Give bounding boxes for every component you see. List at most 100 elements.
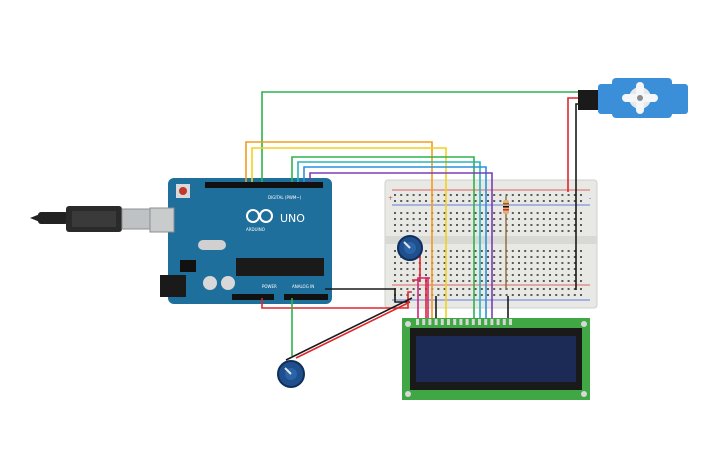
breadboard-hole [511,274,514,276]
breadboard-hole [443,230,446,232]
breadboard-hole [561,218,564,220]
breadboard-hole [530,294,533,296]
breadboard-hole [412,288,415,290]
breadboard-hole [536,250,539,252]
breadboard-hole [530,268,533,270]
breadboard-hole [456,294,458,296]
breadboard-hole [524,256,527,258]
breadboard-hole [530,200,533,202]
breadboard-hole [443,212,446,214]
breadboard-hole [480,274,483,276]
breadboard-hole [561,212,564,214]
breadboard-hole [561,280,564,282]
breadboard-hole [493,288,496,290]
wire-green-servo [261,91,585,182]
breadboard-hole [499,250,502,252]
lcd-pin [496,319,500,325]
breadboard-hole [518,200,520,202]
breadboard-hole [493,274,496,276]
breadboard-hole [549,250,551,252]
breadboard-hole [394,194,396,196]
breadboard-hole [468,200,471,202]
breadboard-hole [549,218,551,220]
lcd-pin [440,319,444,325]
breadboard-hole [518,280,520,282]
breadboard-hole [542,274,545,276]
breadboard-hole [524,280,527,282]
breadboard-hole [561,294,564,296]
breadboard-hole [536,268,539,270]
breadboard-hole [412,224,415,226]
breadboard-hole [511,262,514,264]
breadboard-hole [580,294,582,296]
breadboard-hole [487,230,489,232]
breadboard-hole [493,262,496,264]
breadboard-hole [511,250,514,252]
breadboard-hole [499,194,502,196]
wire-servo-red [567,97,590,192]
breadboard-hole [462,230,465,232]
breadboard-hole [518,224,520,226]
lcd-pin [465,319,469,325]
breadboard-hole [555,274,558,276]
lcd-pin [416,319,419,325]
breadboard-hole [468,250,471,252]
breadboard-hole [443,200,446,202]
wire-5v-red [261,291,412,309]
breadboard-hole [573,294,576,296]
breadboard-hole [437,274,440,276]
breadboard-hole [511,288,514,290]
breadboard-hole [468,262,471,264]
breadboard-hole [406,274,409,276]
breadboard-hole [400,268,403,270]
wire-lcd-pink [417,277,429,318]
breadboard-hole [530,212,533,214]
breadboard-hole [499,294,502,296]
breadboard-hole [443,268,446,270]
breadboard-hole [480,288,483,290]
breadboard-hole [449,218,452,220]
breadboard-hole [418,294,421,296]
lcd-pin [471,319,475,325]
breadboard-hole [437,212,440,214]
breadboard-hole [573,280,576,282]
breadboard-hole [462,218,465,220]
breadboard-hole [400,274,403,276]
breadboard-hole [468,280,471,282]
breadboard-hole [456,256,458,258]
breadboard-hole [480,218,483,220]
breadboard-hole [480,280,483,282]
breadboard-hole [418,218,421,220]
breadboard-hole [449,230,452,232]
breadboard-hole [499,224,502,226]
breadboard-hole [487,268,489,270]
breadboard-hole [511,200,514,202]
breadboard-hole [468,274,471,276]
breadboard-hole [580,200,582,202]
breadboard-hole [462,200,465,202]
breadboard-hole [456,288,458,290]
breadboard-hole [580,274,582,276]
breadboard-hole [406,212,409,214]
breadboard-hole [580,230,582,232]
breadboard-hole [462,294,465,296]
breadboard-hole [462,250,465,252]
breadboard-hole [573,268,576,270]
breadboard-hole [480,268,483,270]
breadboard-hole [487,218,489,220]
breadboard-hole [536,274,539,276]
breadboard-hole [511,212,514,214]
breadboard-hole [530,218,533,220]
breadboard-hole [493,268,496,270]
breadboard-hole [499,218,502,220]
breadboard-hole [480,224,483,226]
breadboard-hole [437,262,440,264]
breadboard-hole [412,268,415,270]
breadboard-hole [524,230,527,232]
breadboard-hole [406,268,409,270]
breadboard-hole [394,268,396,270]
breadboard-hole [425,250,427,252]
breadboard-hole [561,274,564,276]
breadboard-hole [394,230,396,232]
breadboard-hole [561,194,564,196]
